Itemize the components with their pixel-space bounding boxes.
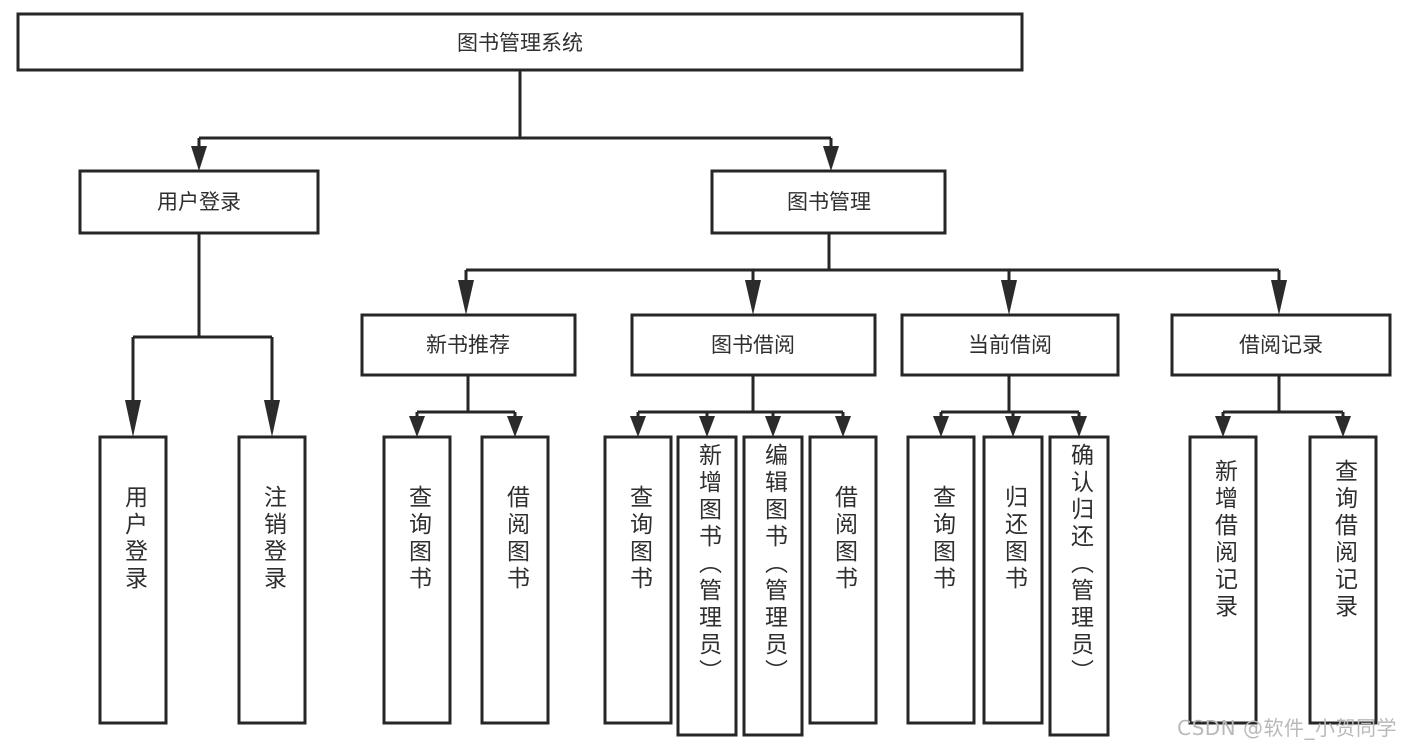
node-book-manage[interactable]: 图书管理: [710, 169, 947, 235]
leaf-add-book-box[interactable]: [676, 435, 738, 737]
connectors-root-to-level1: [191, 70, 839, 171]
leaf-user-logout-box[interactable]: [237, 435, 307, 725]
node-borrow-record[interactable]: 借阅记录: [1170, 313, 1392, 377]
node-book-manage-label: 图书管理: [787, 190, 871, 214]
connectors-borrow-record-to-leaves: [1215, 375, 1351, 437]
node-book-borrow[interactable]: 图书借阅: [630, 313, 877, 377]
leaf-boxes: [98, 435, 1378, 737]
node-user-login-label: 用户登录: [157, 190, 241, 214]
node-new-book-rec[interactable]: 新书推荐: [360, 313, 577, 377]
arrowhead-book-manage: [823, 146, 839, 171]
leaf-query-record-box[interactable]: [1308, 435, 1378, 725]
leaf-edit-book-box[interactable]: [742, 435, 804, 737]
arrowhead-leaf-add-record: [1215, 416, 1231, 437]
leaf-borrow-book-1-box[interactable]: [480, 435, 550, 725]
node-borrow-record-box[interactable]: [1170, 313, 1392, 377]
leaf-query-book-3-box[interactable]: [906, 435, 976, 725]
arrowhead-new-book-rec: [458, 280, 474, 315]
arrowhead-leaf-user-logout: [264, 400, 280, 437]
node-borrow-record-label: 借阅记录: [1239, 333, 1323, 357]
node-book-borrow-box[interactable]: [630, 313, 877, 377]
node-root[interactable]: 图书管理系统: [16, 12, 1024, 72]
leaf-return-book-box[interactable]: [982, 435, 1044, 725]
connectors-user-login-to-leaves: [125, 233, 280, 437]
arrowhead-leaf-edit-book: [765, 416, 781, 437]
node-user-login[interactable]: 用户登录: [78, 169, 320, 235]
node-current-borrow-box[interactable]: [900, 313, 1120, 377]
csdn-watermark: CSDN @软件_小贺同学: [1177, 716, 1397, 740]
node-current-borrow[interactable]: 当前借阅: [900, 313, 1120, 377]
leaf-query-book-1-box[interactable]: [382, 435, 452, 725]
arrowhead-borrow-record: [1271, 280, 1287, 315]
arrowhead-book-borrow: [745, 280, 761, 315]
node-book-borrow-label: 图书借阅: [711, 333, 795, 357]
connectors-book-borrow-to-leaves: [630, 375, 851, 437]
node-book-manage-box[interactable]: [710, 169, 947, 235]
arrowhead-leaf-confirm-return: [1071, 416, 1087, 437]
node-new-book-rec-label: 新书推荐: [426, 333, 510, 357]
arrowhead-current-borrow: [1001, 280, 1017, 315]
arrowhead-leaf-borrow-book-1: [507, 416, 523, 437]
leaf-borrow-book-2-box[interactable]: [808, 435, 878, 725]
leaf-add-record-box[interactable]: [1188, 435, 1258, 725]
node-root-box[interactable]: [16, 12, 1024, 72]
leaf-query-book-2-box[interactable]: [603, 435, 673, 725]
arrowhead-leaf-borrow-book-2: [835, 416, 851, 437]
arrowhead-leaf-query-book-1: [409, 416, 425, 437]
connectors-book-manage-to-level2: [458, 233, 1287, 315]
leaf-user-login-box[interactable]: [98, 435, 168, 725]
arrowhead-user-login: [191, 146, 207, 171]
arrowhead-leaf-query-book-2: [630, 416, 646, 437]
connectors-current-borrow-to-leaves: [933, 375, 1087, 437]
node-root-label: 图书管理系统: [457, 31, 583, 55]
node-current-borrow-label: 当前借阅: [968, 333, 1052, 357]
arrowhead-leaf-query-record: [1335, 416, 1351, 437]
node-user-login-box[interactable]: [78, 169, 320, 235]
arrowhead-leaf-add-book: [699, 416, 715, 437]
connectors-new-book-rec-to-leaves: [409, 375, 523, 437]
arrowhead-leaf-query-book-3: [933, 416, 949, 437]
arrowhead-leaf-user-login: [125, 400, 141, 437]
node-new-book-rec-box[interactable]: [360, 313, 577, 377]
arrowhead-leaf-return-book: [1005, 416, 1021, 437]
leaf-confirm-return-box[interactable]: [1048, 435, 1110, 737]
